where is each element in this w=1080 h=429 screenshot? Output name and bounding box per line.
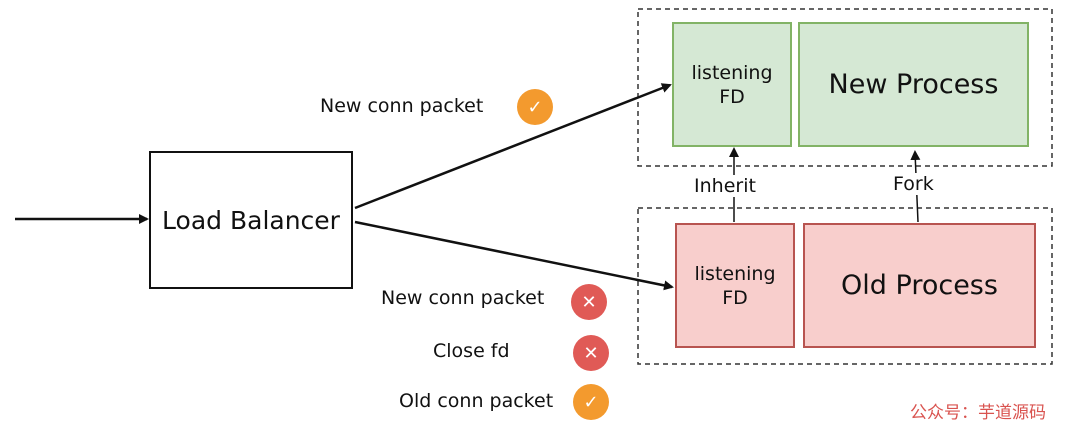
load-balancer-label: Load Balancer [162, 205, 340, 235]
old-group-container [637, 207, 1053, 365]
new-group-container [637, 8, 1053, 167]
new-process-label: New Process [828, 69, 999, 100]
watermark: 公众号：芋道源码 [910, 403, 1046, 423]
lb-to-old-fd-arrow [354, 220, 674, 291]
old-process-label: Old Process [841, 270, 998, 301]
old-listening-fd-box: listening FD [675, 223, 795, 348]
load-balancer-box: Load Balancer [149, 151, 353, 289]
old-listening-fd-label: listening FD [694, 262, 776, 309]
checkmark-icon: ✓ [517, 89, 553, 125]
cross-icon: ✕ [571, 284, 607, 320]
old-process-box: Old Process [803, 223, 1036, 348]
new-listening-fd-label: listening FD [691, 61, 773, 108]
checkmark-icon: ✓ [573, 384, 609, 420]
event-label: Old conn packet [399, 390, 554, 412]
fork-label: Fork [893, 173, 934, 195]
cross-icon: ✕ [573, 335, 609, 371]
new-listening-fd-box: listening FD [672, 22, 792, 147]
event-label: New conn packet [381, 287, 545, 309]
lb-to-new-fd-arrow [354, 83, 672, 210]
event-label: Close fd [433, 340, 510, 362]
inherit-label: Inherit [694, 175, 756, 197]
event-label: New conn packet [320, 95, 484, 117]
new-process-box: New Process [798, 22, 1029, 147]
